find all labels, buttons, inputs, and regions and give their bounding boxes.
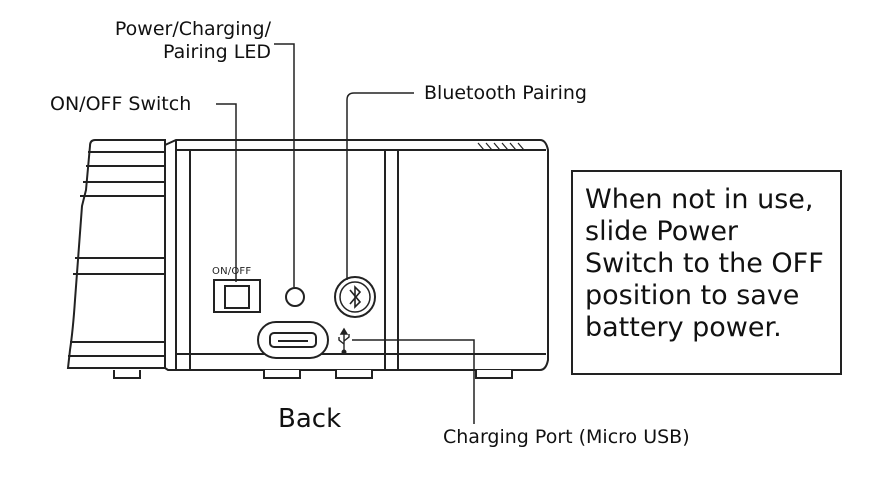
status-led — [285, 287, 305, 307]
led-callout-label: Power/Charging/ Pairing LED — [90, 18, 271, 64]
led-callout-line-1: Power/Charging/ — [114, 18, 271, 40]
bluetooth-pairing-button[interactable] — [334, 276, 376, 318]
bluetooth-callout-label: Bluetooth Pairing — [424, 82, 587, 104]
speaker-grip — [66, 139, 166, 369]
note-box: When not in use, slide Power Switch to t… — [571, 170, 842, 375]
led-callout-line-2: Pairing LED — [163, 41, 271, 63]
onoff-switch[interactable] — [213, 279, 261, 313]
micro-usb-port[interactable] — [257, 321, 329, 359]
callout-leaders — [216, 43, 475, 424]
switch-print-label: ON/OFF — [212, 266, 252, 277]
onoff-callout-label: ON/OFF Switch — [50, 93, 192, 115]
view-label: Back — [278, 404, 342, 434]
bluetooth-leader — [346, 92, 414, 280]
charging-leader — [352, 339, 475, 424]
onoff-leader — [216, 103, 237, 282]
charging-callout-label: Charging Port (Micro USB) — [443, 426, 690, 448]
speaker-body — [164, 139, 549, 371]
led-leader — [274, 43, 295, 287]
bluetooth-icon — [349, 285, 362, 309]
usb-icon — [338, 327, 350, 355]
note-text: When not in use, slide Power Switch to t… — [585, 184, 824, 343]
speaker-feet — [113, 370, 513, 379]
